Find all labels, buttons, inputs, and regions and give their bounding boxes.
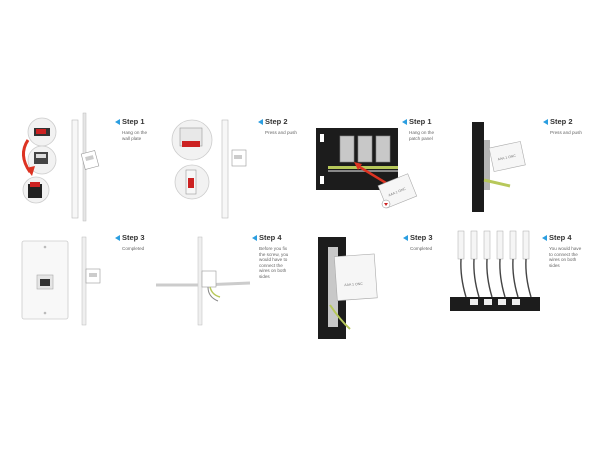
step-title: Step 4 <box>549 233 572 242</box>
step-description: Completed <box>122 246 145 251</box>
panel-patchpanel-step2: AAA 1 ONC Step 2 Press and push <box>450 0 600 225</box>
panel-patchpanel-step3: AAA 1 ONC Step 3 Completed <box>300 225 450 450</box>
keystone-label: AAA 1 ONC <box>388 187 407 198</box>
step-title: Step 1 <box>122 117 145 126</box>
panel-wallplate-step4: Step 4 Before you fix the screw, you wou… <box>150 225 300 450</box>
step-patchpanel-4: Step 4 You would have to connect the wir… <box>542 233 583 268</box>
wallplate-hang-illustration <box>22 112 100 222</box>
panel-patchpanel-step1: AAA 1 ONC Step 1 Hang on the patch panel <box>300 0 450 225</box>
step-patchpanel-1: Step 1 Hang on the patch panel <box>402 117 443 141</box>
step-description: You would have to connect the wires on b… <box>549 246 582 268</box>
step-arrow-icon <box>403 234 408 241</box>
wallplate-press-illustration <box>171 119 247 219</box>
patch-cable <box>512 258 519 298</box>
patch-wires <box>457 230 532 298</box>
keystone-jack <box>470 230 478 260</box>
step-description: Before you fix the screw, you would have… <box>259 246 289 279</box>
keystone-jack <box>457 230 465 260</box>
keystone-jack <box>522 230 530 260</box>
patch-cable <box>499 258 506 298</box>
panel-patchpanel-step4: Step 4 You would have to connect the wir… <box>450 225 600 450</box>
step-title: Step 2 <box>265 117 288 126</box>
step-wallplate-4: Step 4 Before you fix the screw, you wou… <box>252 233 293 280</box>
keystone-jack <box>483 230 491 260</box>
step-title: Step 1 <box>409 117 432 126</box>
step-description: Hang on the patch panel <box>409 130 435 141</box>
step-title: Step 3 <box>122 233 145 242</box>
step-arrow-icon <box>542 234 547 241</box>
keystone-label: AAA 1 ONC <box>497 154 516 162</box>
step-title: Step 3 <box>410 233 433 242</box>
step-description: Press and push <box>265 130 297 135</box>
step-arrow-icon <box>115 234 120 241</box>
keystone-jack <box>509 230 517 260</box>
patch-cable <box>460 258 467 298</box>
step-patchpanel-3: Step 3 Completed <box>403 233 444 252</box>
step-title: Step 2 <box>550 117 573 126</box>
panel-wallplate-step3: Step 3 Completed <box>0 225 150 450</box>
wallplate-wires-illustration <box>156 236 251 326</box>
step-arrow-icon <box>543 118 548 125</box>
patch-cable <box>486 258 493 298</box>
step-wallplate-2: Step 2 Press and push <box>258 117 299 136</box>
keystone-jack <box>496 230 504 260</box>
step-patchpanel-2: Step 2 Press and push <box>543 117 584 136</box>
patchpanel-wires-illustration <box>450 230 540 311</box>
step-wallplate-3: Step 3 Completed <box>115 233 156 252</box>
step-arrow-icon <box>115 118 120 125</box>
panel-wallplate-step1: Step 1 Hang on the wall plate <box>0 0 150 225</box>
patch-cable <box>473 258 480 298</box>
step-title: Step 4 <box>259 233 282 242</box>
patchpanel-press-illustration: AAA 1 ONC <box>472 122 526 212</box>
patchpanel-completed-illustration: AAA 1 ONC <box>318 237 378 339</box>
step-description: Hang on the wall plate <box>122 130 148 141</box>
step-arrow-icon <box>402 118 407 125</box>
step-description: Completed <box>410 246 433 251</box>
panel-wallplate-step2: Step 2 Press and push <box>150 0 300 225</box>
step-wallplate-1: Step 1 Hang on the wall plate <box>115 117 156 141</box>
step-arrow-icon <box>252 234 257 241</box>
step-arrow-icon <box>258 118 263 125</box>
wallplate-completed-illustration <box>21 236 101 326</box>
keystone-label: AAA 1 ONC <box>344 282 363 287</box>
patchpanel-hang-illustration: AAA 1 ONC <box>316 128 418 209</box>
patch-cable <box>525 258 532 298</box>
step-description: Press and push <box>550 130 582 135</box>
